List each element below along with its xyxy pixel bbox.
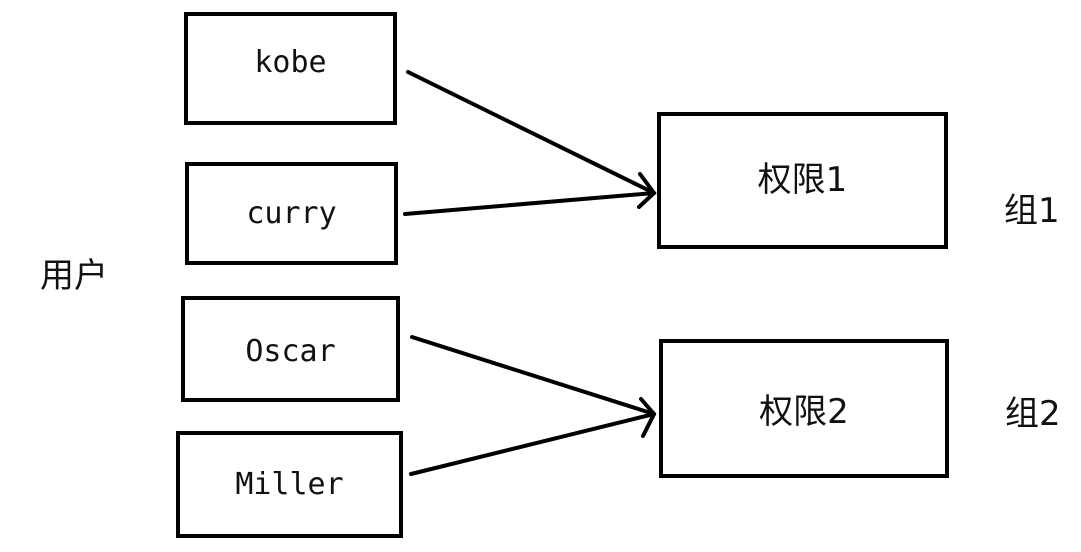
- arrowhead-icon: [639, 397, 657, 438]
- arrow-kobe-to-permission-1: [406, 70, 656, 195]
- user-box-miller: Miller: [176, 431, 403, 538]
- user-box-kobe: kobe: [184, 12, 397, 125]
- user-box-curry: curry: [185, 162, 398, 265]
- user-name: Miller: [235, 467, 344, 502]
- user-name: curry: [246, 196, 337, 231]
- group-label-1: 组1: [1004, 191, 1060, 231]
- group-label-2: 组2: [1005, 394, 1061, 434]
- permission-box-2: 权限2: [659, 339, 949, 478]
- user-name: Oscar: [245, 333, 336, 369]
- permission-label: 权限2: [759, 392, 849, 432]
- permission-box-1: 权限1: [657, 112, 948, 249]
- arrowhead-icon: [637, 172, 657, 209]
- arrow-oscar-to-permission-2: [410, 335, 656, 416]
- user-box-oscar: Oscar: [181, 296, 400, 402]
- arrow-curry-to-permission-1: [403, 191, 656, 216]
- permission-label: 权限1: [757, 160, 848, 200]
- user-name: kobe: [254, 45, 327, 80]
- arrow-miller-to-permission-2: [409, 412, 656, 476]
- users-label: 用户: [40, 256, 108, 296]
